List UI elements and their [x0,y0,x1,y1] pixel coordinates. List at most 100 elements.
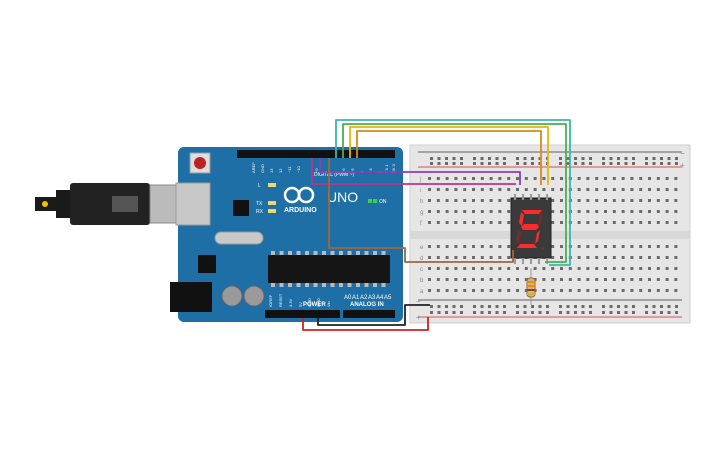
breadboard-hole[interactable] [489,221,493,224]
breadboard-hole[interactable] [665,177,669,180]
breadboard-hole[interactable] [595,188,599,191]
breadboard-hole[interactable] [624,162,628,165]
breadboard-hole[interactable] [489,199,493,202]
breadboard-hole[interactable] [428,177,431,180]
breadboard-hole[interactable] [656,289,660,292]
breadboard-hole[interactable] [460,157,463,160]
breadboard-hole[interactable] [665,245,669,248]
breadboard-hole[interactable] [665,278,669,281]
breadboard-hole[interactable] [595,289,599,292]
breadboard-hole[interactable] [586,256,590,259]
breadboard-hole[interactable] [472,267,475,270]
breadboard-hole[interactable] [516,188,519,191]
breadboard-hole[interactable] [617,162,620,165]
breadboard-hole[interactable] [531,311,534,314]
breadboard-hole[interactable] [445,256,449,259]
breadboard-hole[interactable] [507,221,511,224]
breadboard-hole[interactable] [454,245,458,248]
breadboard-hole[interactable] [463,289,467,292]
breadboard-hole[interactable] [560,199,563,202]
breadboard-hole[interactable] [621,267,625,270]
breadboard-hole[interactable] [551,278,555,281]
breadboard-hole[interactable] [507,188,511,191]
breadboard-hole[interactable] [472,177,475,180]
breadboard-hole[interactable] [436,245,440,248]
arduino-uno-board[interactable]: ARDUINO UNO DIGITAL (PWM ~) POWER ANALOG… [170,147,403,322]
breadboard-hole[interactable] [463,245,467,248]
breadboard-hole[interactable] [463,278,467,281]
power-header[interactable] [265,310,340,318]
breadboard-hole[interactable] [437,311,441,314]
breadboard-hole[interactable] [621,221,625,224]
breadboard-hole[interactable] [507,177,511,180]
breadboard-hole[interactable] [568,278,572,281]
breadboard-hole[interactable] [624,311,628,314]
breadboard-hole[interactable] [648,199,651,202]
breadboard-hole[interactable] [665,289,669,292]
breadboard-hole[interactable] [488,162,491,165]
breadboard-hole[interactable] [602,305,605,308]
breadboard-hole[interactable] [609,311,613,314]
breadboard-hole[interactable] [577,177,581,180]
breadboard-hole[interactable] [652,311,656,314]
breadboard-hole[interactable] [612,199,616,202]
breadboard-hole[interactable] [507,199,511,202]
breadboard-hole[interactable] [621,188,625,191]
breadboard-hole[interactable] [612,256,616,259]
breadboard-hole[interactable] [507,256,511,259]
breadboard-hole[interactable] [675,162,678,165]
breadboard-hole[interactable] [480,267,484,270]
breadboard-hole[interactable] [586,210,590,213]
breadboard-hole[interactable] [604,245,607,248]
breadboard-hole[interactable] [667,157,671,160]
breadboard-hole[interactable] [632,162,635,165]
breadboard-hole[interactable] [648,256,651,259]
breadboard-hole[interactable] [460,311,463,314]
breadboard-hole[interactable] [480,245,484,248]
breadboard-hole[interactable] [667,162,671,165]
breadboard-hole[interactable] [473,311,476,314]
breadboard-hole[interactable] [524,278,528,281]
breadboard-hole[interactable] [445,289,449,292]
breadboard-hole[interactable] [480,162,484,165]
breadboard-hole[interactable] [645,162,648,165]
breadboard-hole[interactable] [454,278,458,281]
breadboard-hole[interactable] [667,305,671,308]
breadboard-hole[interactable] [542,177,546,180]
analog-header[interactable] [343,310,395,318]
breadboard-hole[interactable] [454,177,458,180]
breadboard-hole[interactable] [516,267,519,270]
breadboard-hole[interactable] [656,221,660,224]
breadboard-hole[interactable] [436,256,440,259]
breadboard-hole[interactable] [516,311,519,314]
breadboard-hole[interactable] [523,162,527,165]
breadboard-hole[interactable] [604,177,607,180]
breadboard-hole[interactable] [428,199,431,202]
breadboard-hole[interactable] [436,289,440,292]
breadboard-hole[interactable] [656,245,660,248]
breadboard-hole[interactable] [503,162,506,165]
breadboard-hole[interactable] [551,210,555,213]
breadboard-hole[interactable] [589,305,592,308]
breadboard-hole[interactable] [665,221,669,224]
breadboard-hole[interactable] [463,221,467,224]
breadboard-hole[interactable] [430,162,433,165]
breadboard-hole[interactable] [498,210,502,213]
breadboard-hole[interactable] [454,221,458,224]
breadboard-hole[interactable] [630,245,634,248]
breadboard-hole[interactable] [586,177,590,180]
breadboard-hole[interactable] [560,177,563,180]
digital-header[interactable] [237,150,395,158]
breadboard-hole[interactable] [445,245,449,248]
breadboard-hole[interactable] [586,199,590,202]
breadboard-hole[interactable] [473,162,476,165]
breadboard-hole[interactable] [595,199,599,202]
breadboard-hole[interactable] [472,245,475,248]
breadboard-hole[interactable] [630,289,634,292]
breadboard-hole[interactable] [524,289,528,292]
breadboard-hole[interactable] [595,267,599,270]
breadboard-hole[interactable] [665,210,669,213]
breadboard-hole[interactable] [639,199,643,202]
breadboard-hole[interactable] [560,256,563,259]
breadboard-hole[interactable] [577,256,581,259]
